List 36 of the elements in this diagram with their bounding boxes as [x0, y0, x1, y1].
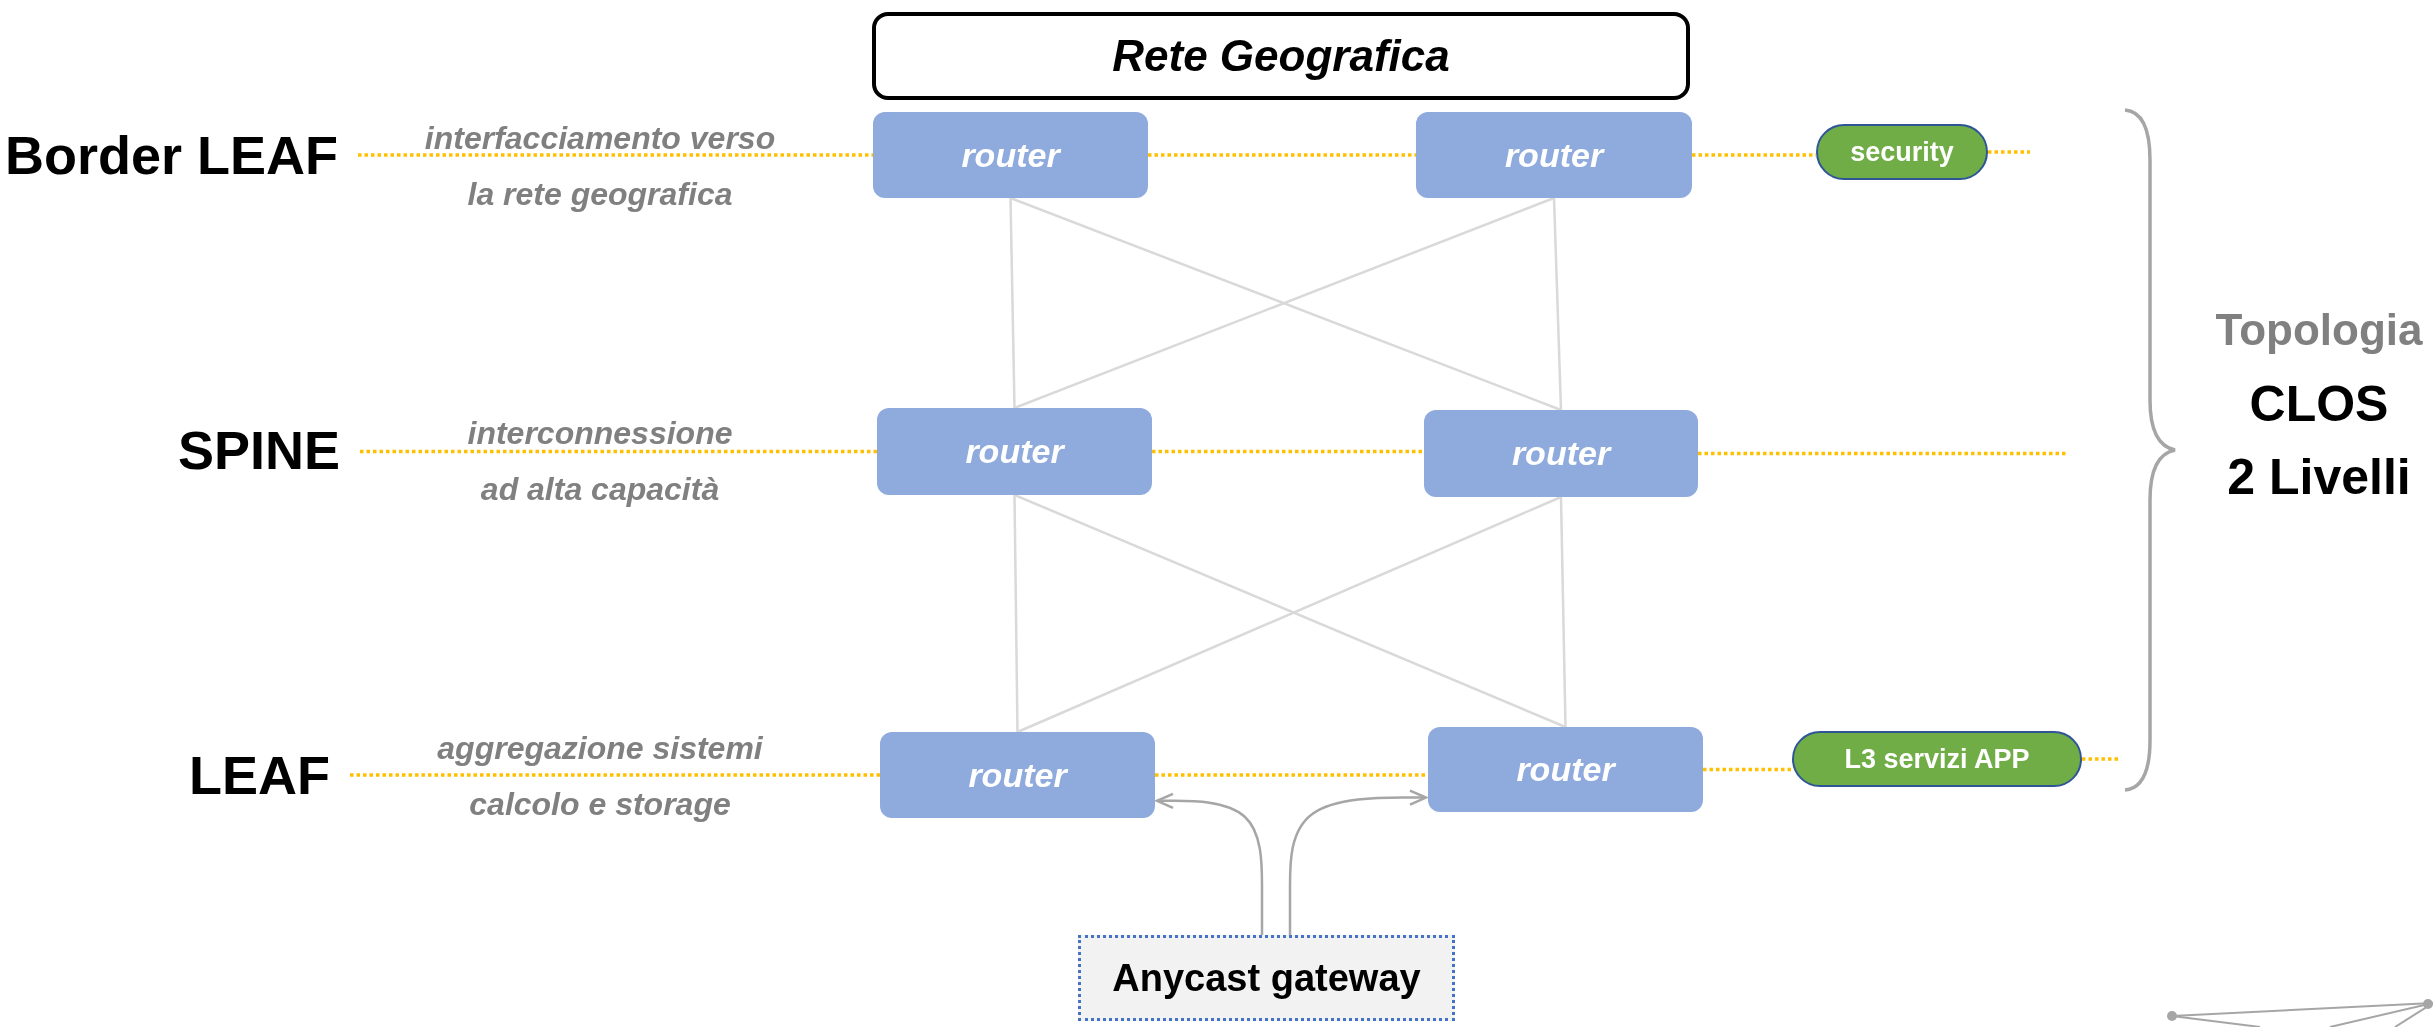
topology-label: 2 Livelli — [2226, 448, 2412, 506]
router-box: router — [880, 732, 1155, 818]
dotted-layer-line — [350, 773, 880, 777]
dotted-layer-line — [1152, 449, 1424, 454]
dotted-layer-line — [2082, 757, 2118, 761]
arrow — [1288, 789, 1428, 935]
router-box: router — [1428, 727, 1703, 812]
dotted-layer-line — [1698, 451, 2068, 456]
topology-label: CLOS — [2248, 375, 2390, 433]
router-box: router — [873, 112, 1148, 198]
dotted-layer-line — [1148, 153, 1416, 157]
layer-label: SPINE — [177, 419, 340, 481]
dotted-layer-line — [1692, 153, 1816, 157]
network-box: Rete Geografica — [872, 12, 1690, 100]
link-line — [1013, 495, 1019, 732]
router-box: router — [1424, 410, 1698, 497]
link-line — [1559, 496, 1567, 728]
dotted-layer-line — [360, 449, 877, 454]
layer-label: LEAF — [189, 744, 330, 806]
arrow — [1155, 792, 1264, 935]
dotted-layer-line — [358, 153, 873, 157]
topology-label: Topologia — [2214, 305, 2424, 355]
dotted-layer-line — [1703, 767, 1792, 772]
layer-description: aggregazione sistemi calcolo e storage — [436, 729, 764, 824]
dotted-layer-line — [1155, 773, 1428, 777]
layer-description: interconnessione ad alta capacità — [466, 414, 734, 509]
service-pill: security — [1816, 124, 1988, 180]
service-pill: L3 servizi APP — [1792, 731, 2082, 787]
dotted-layer-line — [1988, 150, 2030, 154]
router-box: router — [877, 408, 1152, 495]
layer-label: Border LEAF — [4, 124, 338, 186]
layer-description: interfacciamento verso la rete geografica — [423, 119, 777, 214]
router-box: router — [1416, 112, 1692, 198]
gateway-box: Anycast gateway — [1078, 935, 1455, 1021]
link-line — [1552, 197, 1563, 411]
link-line — [1009, 197, 1016, 409]
